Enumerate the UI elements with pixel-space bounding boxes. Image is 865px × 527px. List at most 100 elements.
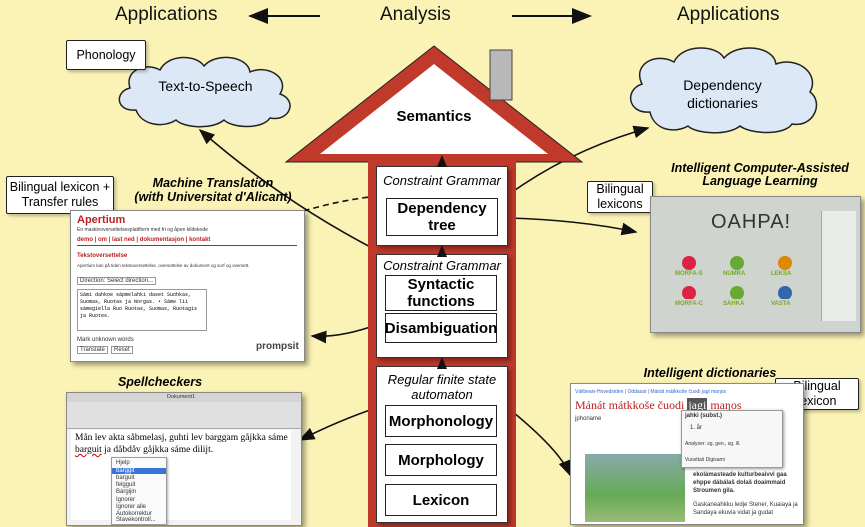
spell-screenshot: Dokument1 Mån lev akta såbmelasj, guhti …: [66, 392, 302, 526]
panel3-title: Regular finite state automaton: [377, 372, 507, 402]
idict-byline: jphoname: [575, 416, 602, 422]
arrow-tts: [198, 128, 377, 251]
spell-menu-3[interactable]: felgguit: [116, 482, 136, 488]
apertium-nav[interactable]: demo | om | last ned | dokumentasjon | k…: [77, 237, 211, 243]
callout-bilingual-lexicon-line2: lexicon: [797, 394, 837, 408]
spell-menu-1[interactable]: barggit: [112, 468, 166, 474]
callout-bilingual-lexicons-line1: Bilingual: [596, 182, 644, 196]
spell-line1: Mån lev akta såbmelasj, guhti lev bargga…: [75, 433, 288, 443]
callout-bilingual-lexicons: Bilingual lexicons: [587, 181, 653, 213]
idict-body2: ehppe dábálaš dolaš doaimmaid: [693, 480, 786, 486]
idict-body4: Gaskaneahkku ledje Stener, Kuaiaya ja: [693, 502, 798, 508]
idict-headline: Mánát mátkkoše čuodi jagi maŋos: [575, 398, 742, 413]
spell-context-menu: Hjelp barggit barguit felgguit Bárgijin …: [111, 457, 167, 525]
panel3-title-line1: Regular finite state: [387, 372, 497, 387]
panel2-title: Constraint Grammar: [383, 258, 501, 273]
arrow-spell: [298, 407, 377, 441]
idict-popup-analysis: Analyser: sg, gen., sg. ill.: [685, 441, 741, 447]
oahpa-item-1[interactable]: MORFA-S: [675, 271, 703, 277]
layer-morphonology: Morphonology: [385, 405, 497, 437]
spell-toolbar: [67, 402, 301, 429]
panel1-title: Constraint Grammar: [383, 173, 501, 188]
mt-title-line2: (with Universitat d'Alicant): [134, 190, 292, 204]
oahpa-icon-2: [730, 256, 744, 270]
dep-dict-label-line2: dictionaries: [687, 95, 758, 111]
idict-breadcrumb[interactable]: Válibeaiv-Hovedsiden | Oddasat | Mánát m…: [575, 389, 727, 395]
spell-menu-6[interactable]: Ignorer alle: [116, 504, 147, 510]
spell-menu-7[interactable]: Autokorrektur: [116, 511, 153, 517]
apertium-mark-unknown[interactable]: Mark unknown words: [77, 337, 134, 343]
layer-syntactic-functions: Syntactic functions: [385, 275, 497, 311]
dep-dict-cloud-shape: [629, 47, 818, 134]
apertium-prompsit-logo: prompsit: [256, 341, 299, 352]
spell-window-title: Dokument1: [167, 394, 196, 400]
apertium-translate-button[interactable]: Translate: [77, 346, 108, 354]
spell-menu-5[interactable]: Ignorer: [116, 497, 136, 503]
idict-screenshot: Válibeaiv-Hovedsiden | Oddasat | Mánát m…: [570, 383, 804, 525]
spell-menu-0[interactable]: Hjelp: [116, 460, 130, 466]
oahpa-icon-1: [682, 256, 696, 270]
icall-title-line1: Intelligent Computer-Assisted: [671, 161, 849, 175]
arrow-idict: [507, 407, 571, 477]
oahpa-item-5[interactable]: SAHKA: [723, 301, 745, 307]
callout-bilingual-lexicons-line2: lexicons: [597, 197, 643, 211]
layer-dependency-tree: Dependency tree: [386, 198, 498, 236]
apertium-reset-button[interactable]: Reset: [111, 346, 133, 354]
header-analysis: Analysis: [380, 4, 451, 25]
roof-shape: [284, 45, 584, 163]
idict-headline-b: maŋos: [707, 398, 742, 412]
oahpa-item-3[interactable]: LEKSA: [771, 271, 792, 277]
spell-error-word[interactable]: barguit: [75, 445, 102, 455]
roof-label-semantics: Semantics: [396, 108, 472, 125]
apertium-textarea[interactable]: Sámi dahkoe sápmelahki daset Suohkas, Su…: [77, 289, 207, 331]
header-applications-left: Applications: [115, 4, 218, 25]
layer-morphology: Morphology: [385, 444, 497, 476]
oahpa-icon-6: [778, 286, 792, 299]
tts-label: Text-to-Speech: [158, 78, 253, 94]
oahpa-sidebar: [821, 211, 856, 321]
oahpa-item-6[interactable]: VASTA: [771, 301, 791, 307]
idict-popup-item: 1. år: [690, 425, 703, 431]
apertium-direction-select[interactable]: Direction: Select direction...: [77, 277, 157, 285]
icall-title-line2: Language Learning: [702, 174, 818, 188]
spell-line2: barguit ja dåbdåv gåjkka sáme dilijt.: [75, 445, 213, 455]
idict-popup-title: jahki (subst.): [685, 413, 723, 419]
icall-title: Intelligent Computer-Assisted Language L…: [660, 162, 860, 188]
apertium-subtitle: En maskinoversettelsesplattform med fri …: [77, 227, 208, 233]
idict-headline-highlight[interactable]: jagi: [687, 398, 708, 412]
arrow-mt-dashed: [299, 195, 379, 213]
arrow-mt: [310, 324, 377, 344]
spell-menu-8[interactable]: Stavekontroll...: [116, 517, 156, 523]
layer-lexicon: Lexicon: [385, 484, 497, 516]
spell-menu-2[interactable]: barguit: [116, 475, 135, 481]
idict-popup: jahki (subst.) 1. år Analyser: sg, gen.,…: [681, 410, 783, 468]
oahpa-icon-3: [778, 256, 792, 270]
stack-arrow-3: [437, 155, 447, 167]
idict-popup-footer[interactable]: Vuosttaš Digisami: [685, 457, 725, 463]
dep-dict-label: Dependency dictionaries: [620, 76, 825, 112]
oahpa-item-4[interactable]: MORFA-C: [675, 301, 703, 307]
layer-disambiguation: Disambiguation: [385, 313, 497, 343]
oahpa-title: OAHPA!: [711, 211, 792, 233]
spell-document: [71, 430, 291, 520]
oahpa-item-2[interactable]: NUMRA: [723, 271, 746, 277]
oahpa-icon-5: [730, 286, 744, 299]
apertium-section: Tekstoversettelse: [77, 253, 128, 259]
apertium-divider: [77, 245, 297, 246]
apertium-title: Apertium: [77, 214, 126, 226]
header-applications-right: Applications: [677, 4, 780, 25]
callout-bilingual-transfer: Bilingual lexicon + Transfer rules: [6, 176, 114, 214]
idict-title: Intelligent dictionaries: [643, 366, 777, 380]
stack-arrow-1: [437, 245, 447, 257]
stack-arrow-2: [437, 357, 447, 369]
apertium-text1: Apertium kan på tiden tekstoversettelse,…: [77, 263, 250, 268]
apertium-screenshot: Apertium En maskinoversettelsesplattform…: [70, 210, 305, 362]
spell-title: Spellcheckers: [117, 375, 203, 389]
arrow-icall: [507, 217, 638, 236]
panel3-title-line2: automaton: [411, 387, 473, 402]
idict-body1: ekolámasteade kulturbeaivvi gaa: [693, 472, 787, 478]
spell-menu-4[interactable]: Bárgijin: [116, 489, 137, 495]
mt-title: Machine Translation (with Universitat d'…: [118, 176, 308, 204]
spell-line2-rest: ja dåbdåv gåjkka sáme dilijt.: [101, 445, 214, 455]
stack-panel-dependency: Constraint Grammar Dependency tree: [376, 166, 508, 246]
